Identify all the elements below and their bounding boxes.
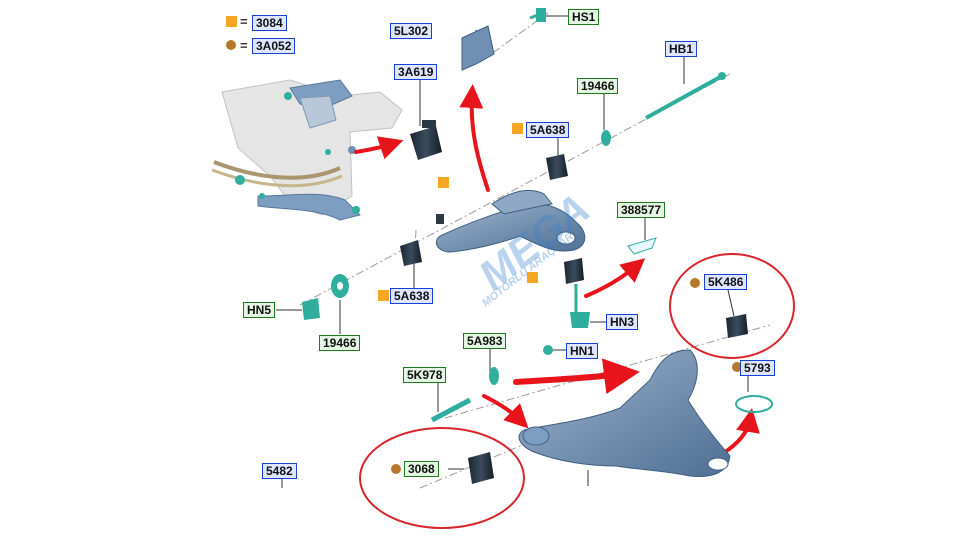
bushings [400,120,748,484]
part-label-HS1[interactable]: HS1 [568,9,600,25]
legend-code-3A052: 3A052 [252,38,296,54]
part-label-5482[interactable]: 5482 [262,463,297,479]
fasteners [302,8,773,423]
legend-square-icon [226,16,237,27]
marker-dot-icon [690,278,700,288]
legend-equals: = [240,14,248,29]
marker-square-icon [438,177,449,188]
part-label-5793[interactable]: 5793 [740,360,775,376]
assembly-overview [211,79,403,221]
part-label-5L302[interactable]: 5L302 [390,23,433,39]
part-label-HN5[interactable]: HN5 [243,302,276,318]
legend-dot-icon [226,40,236,50]
marker-dot-icon [732,362,742,372]
marker-dot-icon [391,464,401,474]
part-label-388577[interactable]: 388577 [617,202,666,218]
legend-equals: = [240,38,248,53]
part-label-HB1[interactable]: HB1 [665,41,698,57]
upper-control-arm [435,189,586,253]
marker-square-icon [378,290,389,301]
part-label-5K978[interactable]: 5K978 [403,367,447,383]
red-arrows [354,84,760,456]
marker-square-icon [512,123,523,134]
part-label-5A638-top[interactable]: 5A638 [526,122,570,138]
marker-square-icon [527,272,538,283]
legend-code-3084: 3084 [252,15,287,31]
part-label-5A638-left[interactable]: 5A638 [390,288,434,304]
highlight-circles [359,253,795,529]
part-label-3068[interactable]: 3068 [404,461,439,477]
leader-lines [276,15,749,488]
part-label-HN3[interactable]: HN3 [606,314,639,330]
part-label-3A619[interactable]: 3A619 [394,64,438,80]
part-label-19466-left[interactable]: 19466 [319,335,361,351]
part-label-19466-top[interactable]: 19466 [577,78,619,94]
lower-control-arm [518,349,731,477]
part-label-5K486[interactable]: 5K486 [704,274,748,290]
part-label-5A983[interactable]: 5A983 [463,333,507,349]
part-label-HN1[interactable]: HN1 [566,343,599,359]
